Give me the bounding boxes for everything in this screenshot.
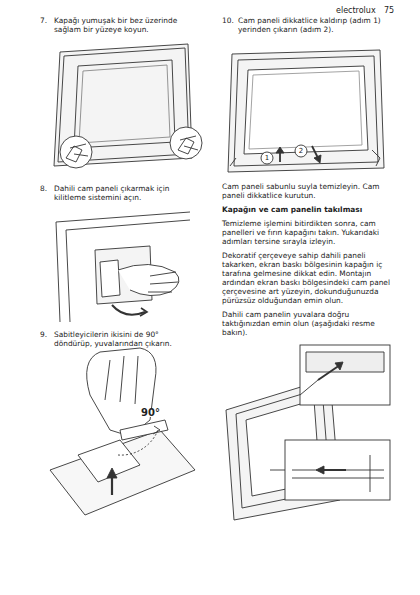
glass-removal xyxy=(228,50,384,172)
angle-label: 90° xyxy=(140,408,161,417)
body-text: Dekoratif çerçeveye sahip dahili paneli … xyxy=(222,251,390,305)
step-number: 8. xyxy=(40,184,47,193)
door-on-cloth xyxy=(54,44,202,168)
fixer-rotation xyxy=(50,348,195,515)
page-number: 75 xyxy=(384,6,394,15)
step-number: 9. xyxy=(40,330,47,339)
step-text: Dahili cam paneli çıkarmak için kilitlem… xyxy=(54,184,194,202)
step-text: Cam paneli dikkatlice kaldırıp (adım 1) … xyxy=(238,16,388,34)
step-number: 10. xyxy=(222,16,234,25)
callout-number: 1 xyxy=(262,153,272,163)
note-text: Cam paneli sabunlu suyla temizleyin. Cam… xyxy=(222,182,390,200)
callout-number: 2 xyxy=(296,146,306,156)
body-text: Dahili cam panelin yuvalara doğru taktığ… xyxy=(222,310,390,337)
body-text: Temizleme işlemini bitirdikten sonra, ca… xyxy=(222,219,390,246)
step-text: Kapağı yumuşak bir bez üzerinde sağlam b… xyxy=(54,16,194,34)
reinstall-view xyxy=(226,345,390,520)
step-number: 7. xyxy=(40,16,47,25)
section-heading: Kapağın ve cam panelin takılması xyxy=(222,205,390,214)
lock-system xyxy=(56,212,190,322)
brand-name: electrolux xyxy=(336,6,376,15)
step-text: Sabitleyicilerin ikisini de 90° döndürüp… xyxy=(54,330,194,348)
